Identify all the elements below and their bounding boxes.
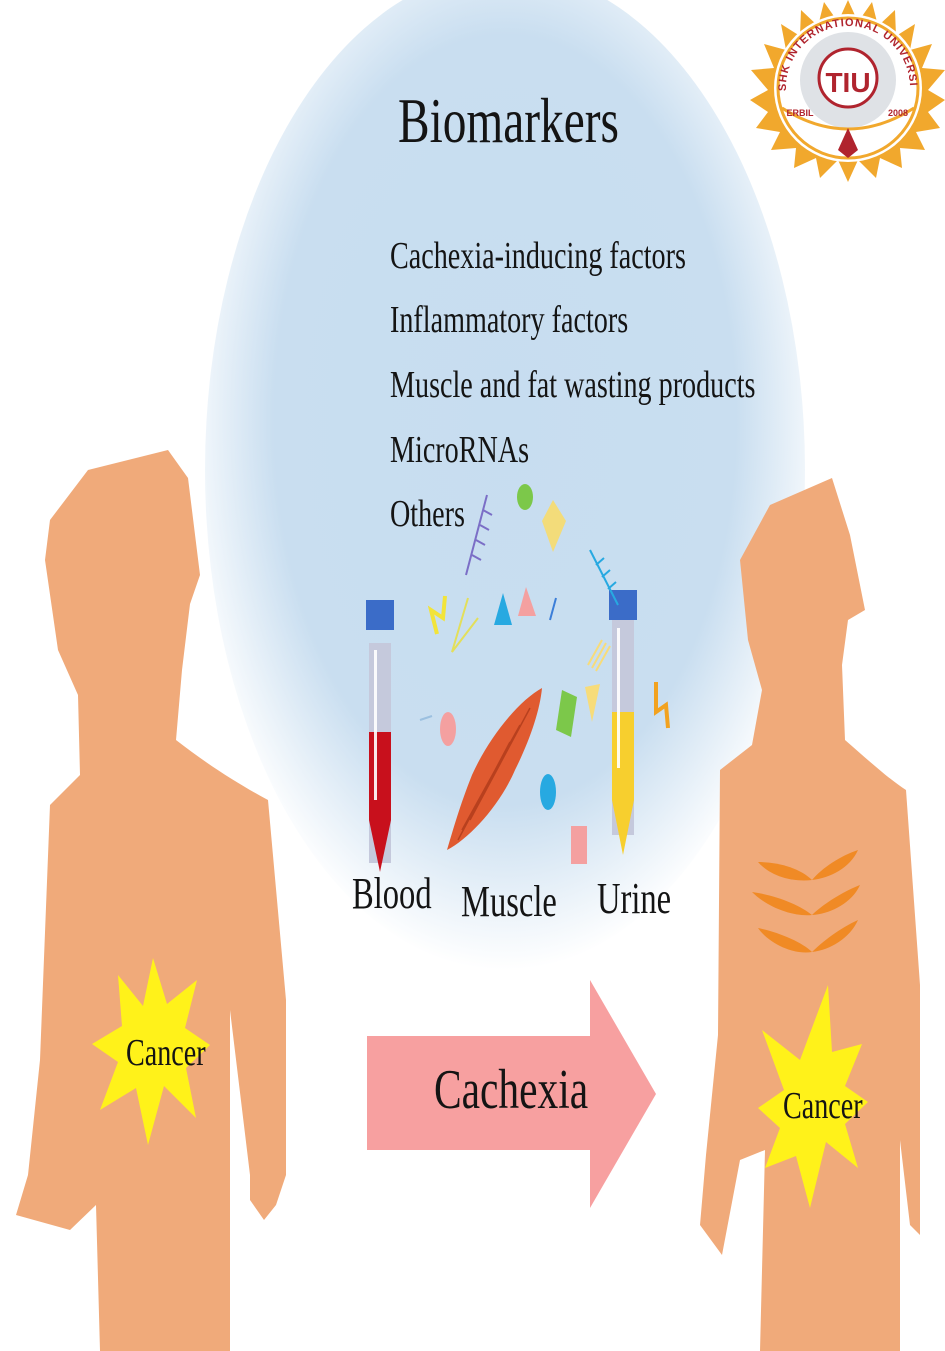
particle-circle [540,774,556,810]
diagram-title: Biomarkers [398,84,619,158]
particle-square [571,826,587,864]
biomarker-item: MicroRNAs [390,430,529,470]
biomarker-item: Inflammatory factors [390,300,628,340]
sample-label-muscle: Muscle [461,876,557,927]
particle-circle [440,712,456,746]
biomarker-item: Muscle and fat wasting products [390,365,755,405]
sample-label-blood: Blood [352,868,432,919]
logo-year: 2008 [888,108,908,118]
sample-label-urine: Urine [597,873,671,924]
particle-circle [517,484,533,510]
tumor-label-left: Cancer [126,1031,206,1075]
logo-city: ERBIL [787,108,815,118]
tumor-label-right: Cancer [783,1084,863,1128]
urine-tube-icon [609,590,637,855]
logo-initials: TIU [825,67,870,98]
biomarker-item: Cachexia-inducing factors [390,236,686,276]
biomarker-item: Others [390,494,465,534]
arrow-label: Cachexia [434,1058,588,1122]
